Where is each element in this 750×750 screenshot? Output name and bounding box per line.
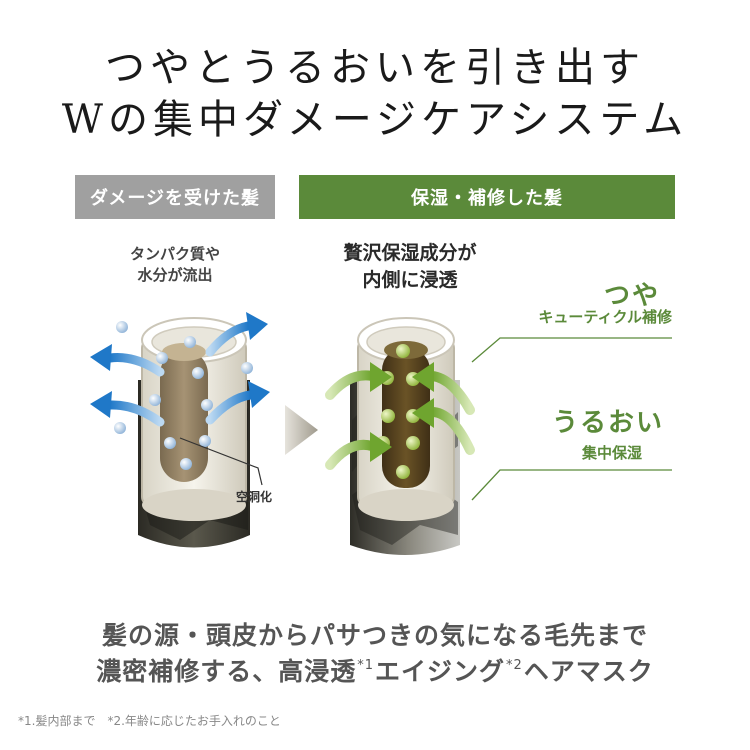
repaired-hair-label: 保湿・補修した髪 <box>299 175 675 219</box>
penetration-caption-line-1: 贅沢保湿成分が <box>343 242 477 264</box>
outflow-caption: タンパク質や 水分が流出 <box>90 244 260 286</box>
footnote: *1.髪内部まで *2.年齢に応じたお手入れのこと <box>18 714 281 728</box>
tagline-line-1: 髪の源・頭皮からパサつきの気になる毛先まで <box>101 621 648 650</box>
benefit-leader-line-2 <box>471 469 672 501</box>
hollow-pointer <box>179 437 263 486</box>
outflow-caption-line-1: タンパク質や <box>129 245 220 263</box>
outflow-droplets <box>114 321 253 470</box>
penetration-caption: 贅沢保湿成分が 内側に浸透 <box>295 240 525 293</box>
benefit-moisture-title: うるおい <box>551 408 664 438</box>
headline-line-2: Wの集中ダメージケアシステム <box>61 97 689 143</box>
tagline-part-c: ヘアマスク <box>523 657 654 686</box>
arrow-inflow-icon <box>325 362 475 470</box>
headline-line-1: つやとうるおいを引き出す <box>105 45 645 91</box>
outflow-caption-line-2: 水分が流出 <box>137 266 213 284</box>
benefit-gloss-subtitle: キューティクル補修 <box>538 308 672 326</box>
footnote-marker-2: *2 <box>506 658 523 673</box>
benefit-moisture-subtitle: 集中保湿 <box>581 444 642 462</box>
damaged-hair-label: ダメージを受けた髪 <box>75 175 275 219</box>
benefit-leader-line-1 <box>471 337 672 363</box>
chevron-right-icon <box>285 405 318 455</box>
tagline-part-a: 濃密補修する、高浸透 <box>96 657 357 686</box>
damaged-hair-strand <box>138 317 250 548</box>
arrow-outflow-icon <box>90 312 270 427</box>
tagline-line-2: 濃密補修する、高浸透*1エイジング*2ヘアマスク <box>0 652 750 688</box>
footnote-marker-1: *1 <box>357 658 374 673</box>
hollow-label: 空洞化 <box>236 490 273 504</box>
tagline-part-b: エイジング <box>374 657 505 686</box>
benefit-gloss-title: つや <box>603 281 660 311</box>
penetration-caption-line-2: 内側に浸透 <box>362 268 458 291</box>
